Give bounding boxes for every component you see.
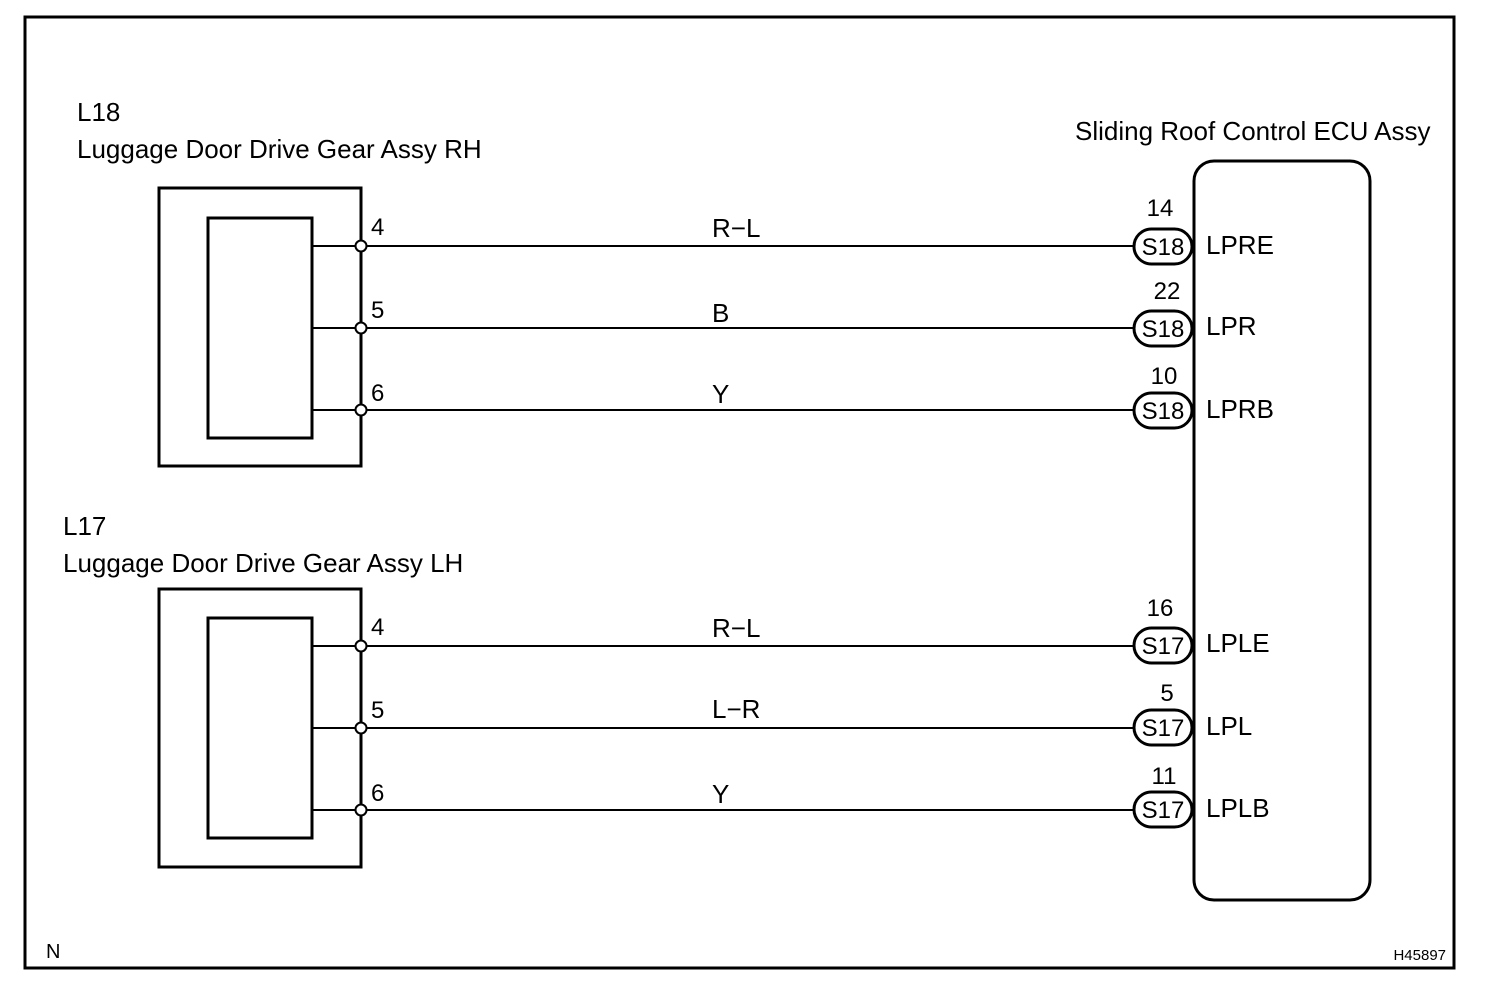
- wire-color-label: L−R: [712, 694, 760, 724]
- wire-l17-pin5: 5 L−R S17 5 LPL: [312, 680, 1252, 747]
- ecu-pin-number: 14: [1147, 195, 1174, 222]
- connector-oval: [1132, 227, 1194, 266]
- connector-oval: [1132, 708, 1194, 747]
- connector-code: S17: [1142, 797, 1185, 824]
- pin-number: 5: [371, 697, 384, 724]
- motor-element: [206, 616, 314, 840]
- wire-color-label: Y: [712, 779, 729, 809]
- wire-l18-pin4: 4 R−L S18 14 LPRE: [312, 195, 1274, 266]
- pin-number: 4: [371, 614, 384, 641]
- connector-code: S18: [1142, 398, 1185, 425]
- ecu-pin-number: 16: [1147, 595, 1174, 622]
- wire-l18-pin5: 5 B S18 22 LPR: [312, 278, 1257, 348]
- pin-number: 6: [371, 380, 384, 407]
- component-l18: L18 Luggage Door Drive Gear Assy RH: [77, 97, 482, 468]
- wire-l17-pin6: 6 Y S17 11 LPLB: [312, 763, 1270, 829]
- pin-number: 4: [371, 214, 384, 241]
- motor-element: [206, 216, 314, 440]
- wire-l17-pin4: 4 R−L S17 16 LPLE: [312, 595, 1270, 665]
- connector-code: S17: [1142, 633, 1185, 660]
- terminal-node: [354, 721, 368, 735]
- component-name: Luggage Door Drive Gear Assy LH: [63, 548, 463, 578]
- pin-number: 6: [371, 780, 384, 807]
- terminal-node: [354, 321, 368, 335]
- ecu-terminal-name: LPL: [1206, 711, 1252, 741]
- ecu-terminal-name: LPLB: [1206, 793, 1270, 823]
- figure-code: H45897: [1393, 947, 1446, 964]
- terminal-node: [354, 239, 368, 253]
- component-code: L17: [63, 511, 106, 541]
- ecu-pin-number: 5: [1160, 680, 1173, 707]
- wire-color-label: Y: [712, 379, 729, 409]
- connector-oval: [1132, 391, 1194, 430]
- wire-color-label: R−L: [712, 213, 760, 243]
- terminal-node: [354, 403, 368, 417]
- diagram-frame: [23, 15, 1456, 970]
- wire-color-label: B: [712, 298, 729, 328]
- pin-number: 5: [371, 297, 384, 324]
- component-code: L18: [77, 97, 120, 127]
- terminal-node: [354, 803, 368, 817]
- ecu-terminal-name: LPRB: [1206, 394, 1274, 424]
- component-l17: L17 Luggage Door Drive Gear Assy LH: [63, 511, 463, 869]
- corner-mark: N: [46, 941, 60, 963]
- ecu-body: [1192, 159, 1372, 902]
- ecu-name: Sliding Roof Control ECU Assy: [1075, 116, 1430, 146]
- ecu-terminal-name: LPLE: [1206, 628, 1270, 658]
- wire-color-label: R−L: [712, 613, 760, 643]
- component-name: Luggage Door Drive Gear Assy RH: [77, 134, 482, 164]
- wire-l18-pin6: 6 Y S18 10 LPRB: [312, 363, 1274, 430]
- connector-code: S17: [1142, 715, 1185, 742]
- connector-code: S18: [1142, 316, 1185, 343]
- connector-oval: [1132, 309, 1194, 348]
- ecu-terminal-name: LPR: [1206, 311, 1257, 341]
- connector-oval: [1132, 790, 1194, 829]
- ecu-pin-number: 11: [1152, 763, 1177, 790]
- ecu-terminal-name: LPRE: [1206, 230, 1274, 260]
- ecu-pin-number: 10: [1151, 363, 1178, 390]
- connector-code: S18: [1142, 234, 1185, 261]
- connector-oval: [1132, 626, 1194, 665]
- ecu-pin-number: 22: [1154, 278, 1181, 305]
- terminal-node: [354, 639, 368, 653]
